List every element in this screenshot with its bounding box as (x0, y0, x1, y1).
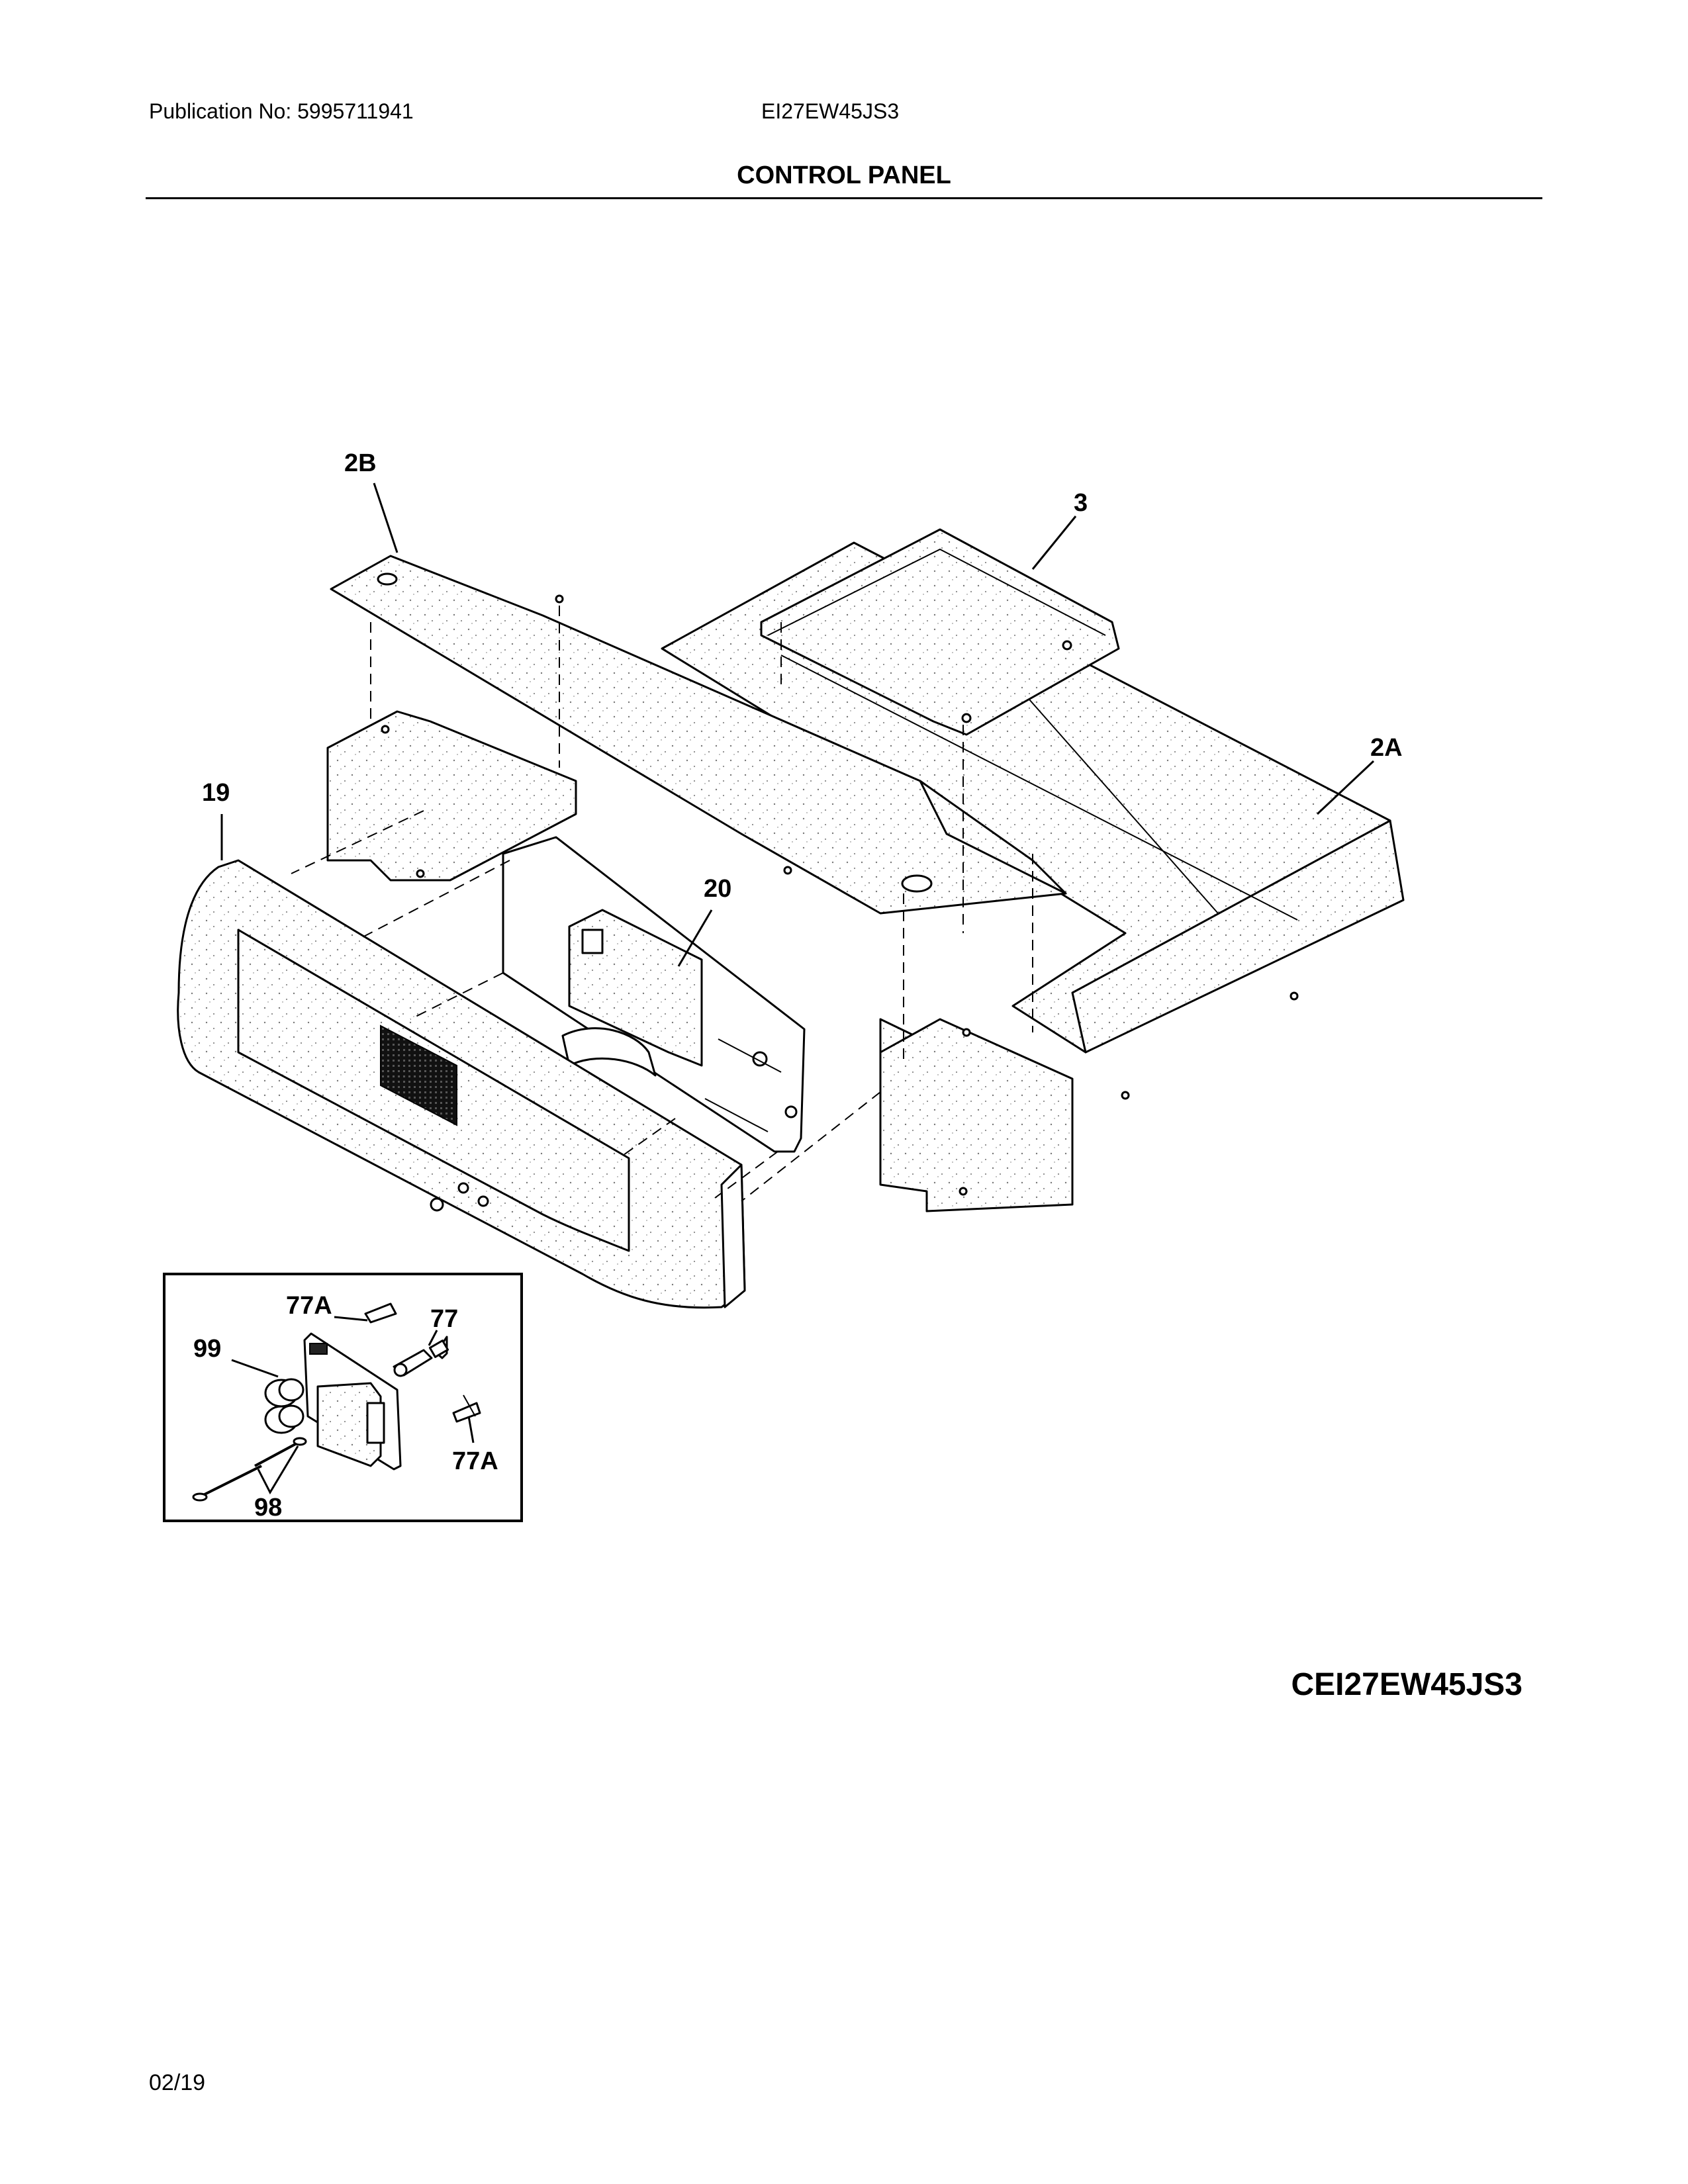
callout-2b: 2B (344, 449, 377, 477)
model-number: EI27EW45JS3 (761, 99, 900, 123)
callout-77: 77 (430, 1305, 458, 1333)
assembly-guide-lines (291, 606, 1033, 1202)
drawing-code: CEI27EW45JS3 (1291, 1667, 1523, 1702)
part-2b-top-shield (330, 555, 1067, 915)
revision-date: 02/19 (149, 2070, 206, 2095)
part-19-front-panel (177, 859, 746, 1309)
callout-77a-bottom: 77A (452, 1447, 498, 1475)
inset-transformer-assembly (163, 1273, 523, 1522)
callout-77a-top: 77A (286, 1292, 332, 1320)
callout-20: 20 (704, 875, 731, 903)
callout-19: 19 (202, 779, 230, 807)
part-20-control-board (502, 836, 806, 1153)
header-rule (146, 197, 1542, 199)
part-3-board-cover (760, 528, 1120, 736)
callout-3: 3 (1074, 489, 1088, 517)
callout-98: 98 (254, 1494, 282, 1522)
callout-99: 99 (193, 1335, 221, 1363)
publication-number: Publication No: 5995711941 (149, 99, 414, 123)
section-title: CONTROL PANEL (737, 161, 951, 189)
part-2a-side-bracket (879, 1018, 1074, 1212)
leader-lines (220, 482, 1375, 1495)
callout-2a: 2A (1370, 734, 1403, 762)
part-2b-lower-bracket (326, 710, 577, 882)
